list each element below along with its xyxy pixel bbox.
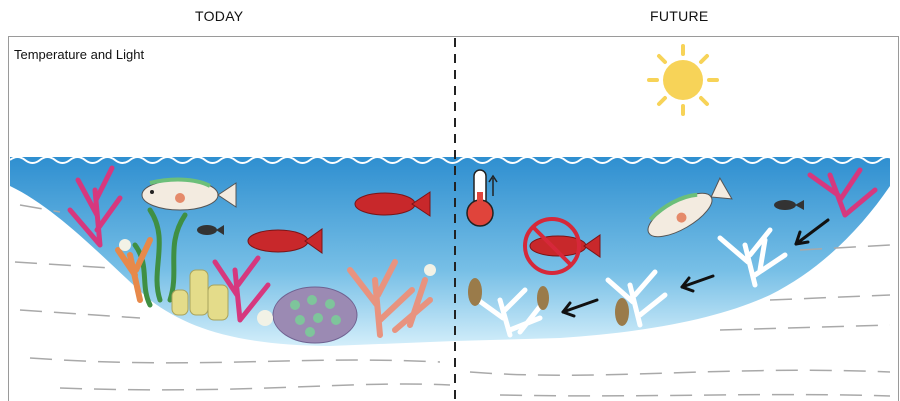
panel-title: Temperature and Light xyxy=(14,47,144,62)
sun-icon xyxy=(649,46,717,114)
